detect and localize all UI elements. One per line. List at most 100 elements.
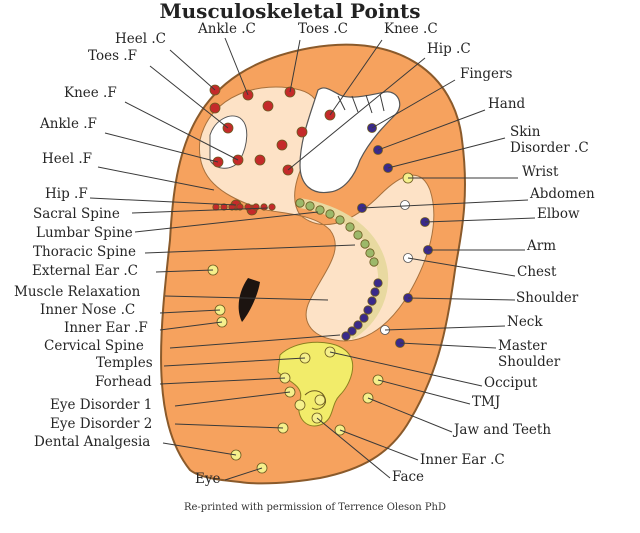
leader-eye-disorder-1 bbox=[174, 391, 291, 407]
red-point-10 bbox=[276, 139, 288, 151]
leader-jaw-and-teeth bbox=[367, 397, 453, 433]
leader-lumbar-spine bbox=[134, 211, 319, 233]
yellow-point-16 bbox=[294, 399, 306, 411]
label-forhead: Forhead bbox=[95, 374, 152, 390]
leader-neck bbox=[384, 325, 506, 331]
leader-tmj bbox=[377, 379, 471, 405]
leader-abdomen bbox=[361, 199, 529, 209]
red-point-4 bbox=[262, 100, 274, 112]
sacral-point-8 bbox=[268, 203, 276, 211]
leader-sacral-spine bbox=[131, 207, 269, 214]
leader-face bbox=[316, 417, 391, 479]
cervical-point-7 bbox=[347, 326, 357, 336]
credit-text: Re-printed with permission of Terrence O… bbox=[184, 502, 446, 513]
label-occiput: Occiput bbox=[484, 375, 538, 391]
label-inner-ear-c: Inner Ear .C bbox=[420, 452, 505, 468]
label-fingers: Fingers bbox=[460, 66, 512, 82]
label-ankle-f: Ankle .F bbox=[39, 116, 97, 132]
spine-point-5 bbox=[335, 215, 345, 225]
label-abdomen: Abdomen bbox=[529, 186, 595, 202]
label-eye: Eye bbox=[195, 471, 220, 487]
label-ankle-c: Ankle .C bbox=[197, 21, 256, 37]
spine-point-3 bbox=[315, 205, 325, 215]
leader-hip-f bbox=[89, 197, 237, 206]
sacral-point-6 bbox=[252, 203, 260, 211]
spine-point-4 bbox=[325, 209, 335, 219]
cervical-point-2 bbox=[370, 287, 380, 297]
lobe-region bbox=[277, 341, 354, 427]
label-shoulder: Shoulder bbox=[516, 290, 579, 306]
sacral-point-3 bbox=[228, 203, 236, 211]
label-inner-nose-c: Inner Nose .C bbox=[40, 302, 135, 318]
leader-heel-c bbox=[169, 49, 216, 91]
red-point-13 bbox=[296, 126, 308, 138]
diagram-title: Musculoskeletal Points bbox=[160, 0, 421, 23]
leader-toes-f bbox=[149, 65, 229, 129]
label-knee-f: Knee .F bbox=[64, 85, 117, 101]
leader-forhead bbox=[159, 377, 286, 385]
yellow-point-17 bbox=[314, 394, 326, 406]
leader-eye-disorder-2 bbox=[174, 423, 284, 429]
spine-point-1 bbox=[295, 198, 305, 208]
cervical-point-1 bbox=[373, 278, 383, 288]
label-knee-c: Knee .C bbox=[384, 21, 438, 37]
leader-occiput bbox=[329, 351, 483, 387]
toe-lines bbox=[337, 93, 385, 114]
label-hip-f: Hip .F bbox=[45, 186, 88, 202]
label-sacral-spine: Sacral Spine bbox=[33, 206, 120, 222]
cervical-point-8 bbox=[341, 331, 351, 341]
spine-point-8 bbox=[360, 239, 370, 249]
leader-eye bbox=[224, 467, 263, 481]
leader-master-shoulder-1 bbox=[399, 342, 497, 349]
label-tmj: TMJ bbox=[472, 394, 500, 410]
label-master-shoulder-1: Master bbox=[498, 338, 547, 354]
label-temples: Temples bbox=[96, 355, 153, 371]
spine-point-9 bbox=[365, 248, 375, 258]
leader-inner-nose-c bbox=[159, 309, 221, 314]
label-eye-disorder-1: Eye Disorder 1 bbox=[50, 397, 152, 413]
sacral-point-2 bbox=[220, 203, 228, 211]
cervical-point-5 bbox=[359, 313, 369, 323]
label-lumbar-spine: Lumbar Spine bbox=[36, 225, 133, 241]
leader-external-ear-c bbox=[155, 269, 214, 273]
leader-inner-ear-c bbox=[339, 429, 419, 461]
label-neck: Neck bbox=[507, 314, 543, 330]
label-master-shoulder-2: Shoulder bbox=[498, 354, 561, 370]
cervical-point-4 bbox=[363, 305, 373, 315]
leader-fingers bbox=[371, 79, 456, 129]
label-wrist: Wrist bbox=[522, 164, 559, 180]
label-heel-f: Heel .F bbox=[42, 151, 92, 167]
label-muscle-relaxation: Muscle Relaxation bbox=[14, 284, 141, 300]
leader-knee-c bbox=[329, 39, 383, 116]
leader-temples bbox=[163, 357, 306, 367]
label-external-ear-c: External Ear .C bbox=[32, 263, 138, 279]
label-hand: Hand bbox=[488, 96, 526, 112]
cervical-point-3 bbox=[367, 296, 377, 306]
sacral-point-7 bbox=[260, 203, 268, 211]
label-thoracic-spine: Thoracic Spine bbox=[33, 244, 136, 260]
leader-ankle-f bbox=[104, 132, 219, 163]
red-point-6 bbox=[209, 102, 221, 114]
label-dental-analgesia: Dental Analgesia bbox=[34, 434, 150, 450]
label-toes-c: Toes .C bbox=[298, 21, 348, 37]
white-point-3 bbox=[400, 200, 410, 210]
leader-hip-c bbox=[287, 57, 426, 171]
leader-hand bbox=[377, 109, 486, 151]
leader-lines bbox=[89, 37, 536, 481]
label-eye-disorder-2: Eye Disorder 2 bbox=[50, 416, 152, 432]
sacral-point-1 bbox=[212, 203, 220, 211]
spine-point-10 bbox=[369, 257, 379, 267]
label-heel-c: Heel .C bbox=[115, 31, 166, 47]
label-chest: Chest bbox=[517, 264, 557, 280]
label-inner-ear-f: Inner Ear .F bbox=[64, 320, 148, 336]
leader-ankle-c bbox=[224, 37, 249, 96]
leader-muscle-relaxation bbox=[164, 295, 329, 301]
leader-cervical-spine bbox=[169, 334, 341, 349]
label-hip-c: Hip .C bbox=[427, 41, 471, 57]
leader-chest bbox=[407, 257, 516, 277]
leader-shoulder bbox=[407, 297, 516, 301]
muscle-relaxation-shape bbox=[238, 278, 260, 322]
label-cervical-spine: Cervical Spine bbox=[44, 338, 144, 354]
